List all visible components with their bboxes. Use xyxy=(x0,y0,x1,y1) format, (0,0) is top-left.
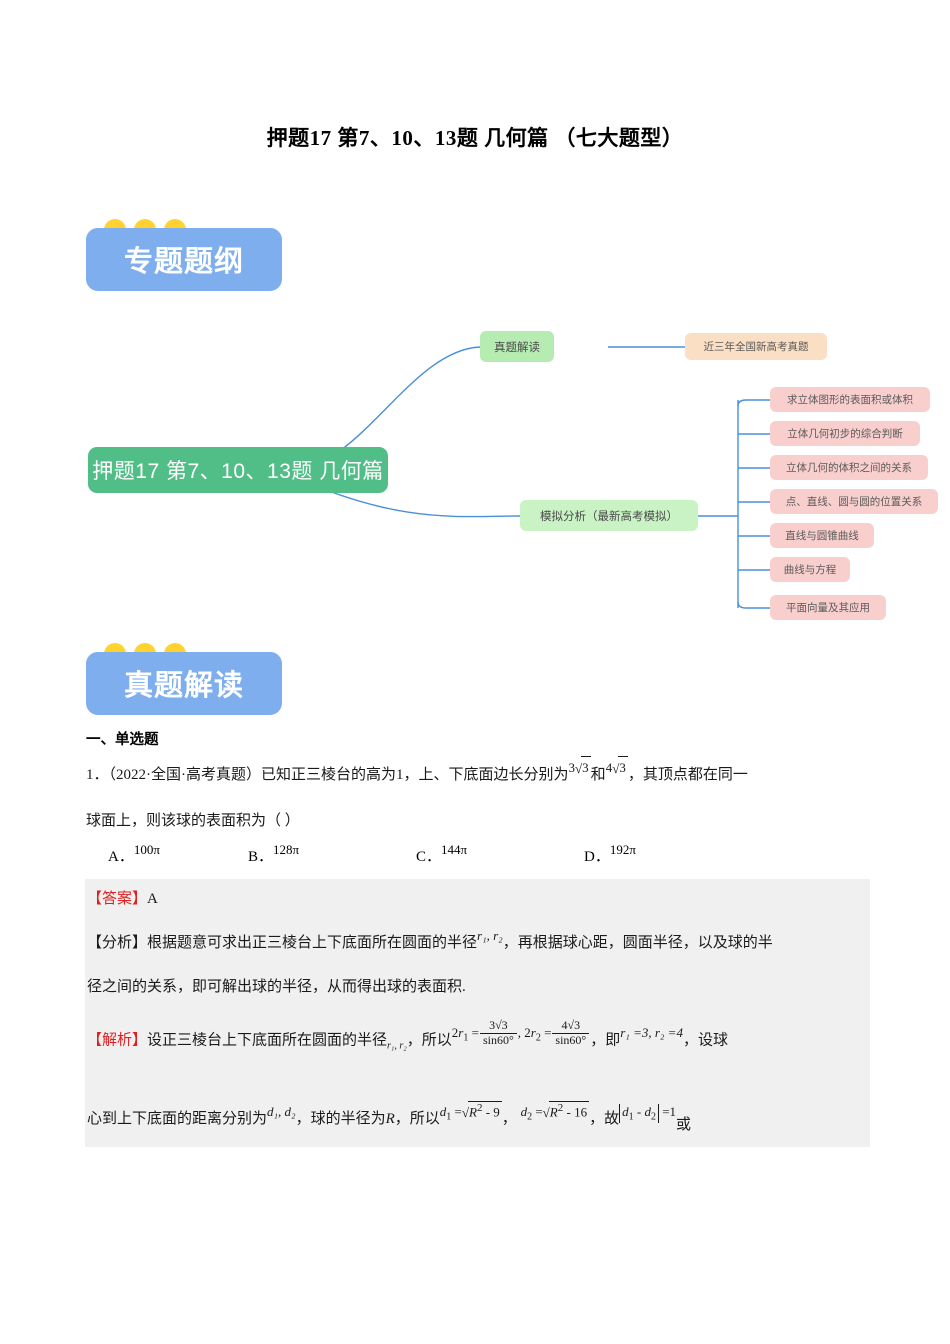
option-d-key: D． xyxy=(584,849,610,865)
option-a-key: A． xyxy=(108,849,134,865)
question-line-2: 球面上，则该球的表面积为（ ） xyxy=(86,813,300,829)
solution-line2-text-a: 心到上下底面的距离分别为 xyxy=(87,1111,268,1127)
section-badge-analysis: 真题解读 xyxy=(86,643,282,715)
answer-explanation-block: 【答案】A 【分析】根据题意可求出正三棱台上下底面所在圆面的半径r₁, r₂，再… xyxy=(85,879,870,1147)
mindmap-leaf-label: 曲线与方程 xyxy=(783,564,837,576)
option-b-value: 128π xyxy=(273,842,300,857)
mindmap-branch-label: 模拟分析（最新高考模拟） xyxy=(540,510,678,523)
option-d[interactable]: D．192π xyxy=(584,842,636,866)
analysis-line-1: 【分析】根据题意可求出正三棱台上下底面所在圆面的半径r₁, r₂，再根据球心距，… xyxy=(87,928,773,952)
mindmap-leaf-2[interactable]: 立体几何初步的综合判断 xyxy=(770,421,920,446)
mindmap-leaf-label: 立体几何初步的综合判断 xyxy=(787,428,903,440)
mindmap-leaf-7[interactable]: 平面向量及其应用 xyxy=(770,595,886,620)
analysis-line-2: 径之间的关系，即可解出球的半径，从而得出球的表面积. xyxy=(87,979,466,995)
mindmap-leaf-5[interactable]: 直线与圆锥曲线 xyxy=(770,523,874,548)
mindmap-leaf-1[interactable]: 求立体图形的表面积或体积 xyxy=(770,387,930,412)
question-radical-1: 3√3 xyxy=(569,756,591,776)
mindmap-root-label: 押题17 第7、10、13题 几何篇 xyxy=(92,460,384,483)
option-c-value: 144π xyxy=(441,842,468,857)
question-text-c: ，其顶点都在同一 xyxy=(627,767,748,783)
question-text-a: 已知正三棱台的高为1，上、下底面边长分别为 xyxy=(261,767,569,783)
solution-line2-formula-2: d2 =√R2 - 16 xyxy=(520,1100,590,1123)
solution-vars-a: r₁, r₂ xyxy=(387,1040,407,1052)
analysis-text-b: ，再根据球心距，圆面半径，以及球的半 xyxy=(502,935,773,951)
solution-values: r₁ =3, r₂ =4 xyxy=(620,1025,683,1041)
mindmap-branch-label: 真题解读 xyxy=(494,341,540,354)
solution-text-a: 设正三棱台上下底面所在圆面的半径 xyxy=(147,1032,388,1049)
badge-analysis-label: 真题解读 xyxy=(123,670,244,702)
page-title: 押题17 第7、10、13题 几何篇 （七大题型） xyxy=(266,126,684,150)
mindmap-leaf-6[interactable]: 曲线与方程 xyxy=(770,557,850,582)
mindmap-leaf-label: 点、直线、圆与圆的位置关系 xyxy=(785,496,923,508)
mindmap-leaf-label: 立体几何的体积之间的关系 xyxy=(786,462,912,474)
answer-value: A xyxy=(147,891,158,907)
solution-tag: 【解析】 xyxy=(87,1032,148,1049)
mindmap-leaf-gaokao-zhenti[interactable]: 近三年全国新高考真题 xyxy=(685,333,827,360)
solution-line2-vars: d₁, d₂ xyxy=(267,1104,296,1119)
solution-line2-text-e: 或 xyxy=(676,1117,692,1133)
question-number: 1． xyxy=(86,767,109,783)
question-source: （2022·全国·高考真题） xyxy=(108,767,262,783)
section-heading-single-choice: 一、单选题 xyxy=(86,732,159,748)
solution-text-c: ，即 xyxy=(590,1032,621,1049)
answer-line: 【答案】A xyxy=(87,887,158,908)
mindmap-leaf-3[interactable]: 立体几何的体积之间的关系 xyxy=(770,455,928,480)
solution-line2-sep: ， xyxy=(501,1111,521,1127)
answer-tag: 【答案】 xyxy=(87,891,148,907)
question-radical-2: 4√3 xyxy=(606,756,628,776)
badge-top-mask xyxy=(86,228,282,242)
option-b[interactable]: B．128π xyxy=(248,842,300,866)
solution-line2-formula-1: d1 =√R2 - 9 xyxy=(439,1100,502,1123)
section-badge-outline: 专题题纲 xyxy=(86,219,282,291)
mindmap-leaf-4[interactable]: 点、直线、圆与圆的位置关系 xyxy=(770,489,938,514)
mindmap-leaf-label: 平面向量及其应用 xyxy=(786,602,870,614)
option-a[interactable]: A．100π xyxy=(108,842,160,866)
badge-top-mask xyxy=(86,652,282,666)
option-a-value: 100π xyxy=(133,842,160,857)
question-text-b: 和 xyxy=(590,767,606,783)
solution-text-d: ，设球 xyxy=(682,1032,728,1049)
mindmap-branch-moni[interactable]: 模拟分析（最新高考模拟） xyxy=(520,500,698,531)
option-c[interactable]: C．144π xyxy=(416,842,468,866)
solution-line-2: 心到上下底面的距离分别为d₁, d₂，球的半径为R，所以d1 =√R2 - 9，… xyxy=(87,1100,692,1133)
mindmap-root-node[interactable]: 押题17 第7、10、13题 几何篇 xyxy=(88,447,388,493)
solution-line2-text-b: ，球的半径为 xyxy=(295,1111,386,1127)
badge-outline-label: 专题题纲 xyxy=(123,246,244,278)
analysis-vars: r₁, r₂ xyxy=(477,928,503,943)
mindmap: 押题17 第7、10、13题 几何篇 真题解读 近三年全国新高考真题 模拟分析（… xyxy=(80,320,940,620)
option-b-key: B． xyxy=(248,849,274,865)
mindmap-leaf-label: 近三年全国新高考真题 xyxy=(703,341,809,353)
solution-text-b: ，所以 xyxy=(406,1032,452,1049)
solution-line2-text-d: ，故 xyxy=(589,1111,620,1127)
option-d-value: 192π xyxy=(609,842,636,857)
question-line-1: 1．（2022·全国·高考真题）已知正三棱台的高为1，上、下底面边长分别为3√3… xyxy=(86,756,748,786)
option-c-key: C． xyxy=(416,849,442,865)
solution-line2-R: R xyxy=(385,1111,395,1127)
analysis-text-a: 根据题意可求出正三棱台上下底面所在圆面的半径 xyxy=(147,935,478,951)
solution-line2-formula-3: d1 - d2 =1 xyxy=(619,1104,676,1123)
solution-line2-text-c: ，所以 xyxy=(394,1111,440,1127)
mindmap-leaf-label: 求立体图形的表面积或体积 xyxy=(787,394,913,406)
mindmap-leaf-label: 直线与圆锥曲线 xyxy=(785,530,859,542)
mindmap-branch-zhenti[interactable]: 真题解读 xyxy=(480,331,554,362)
analysis-tag: 【分析】 xyxy=(87,935,148,951)
